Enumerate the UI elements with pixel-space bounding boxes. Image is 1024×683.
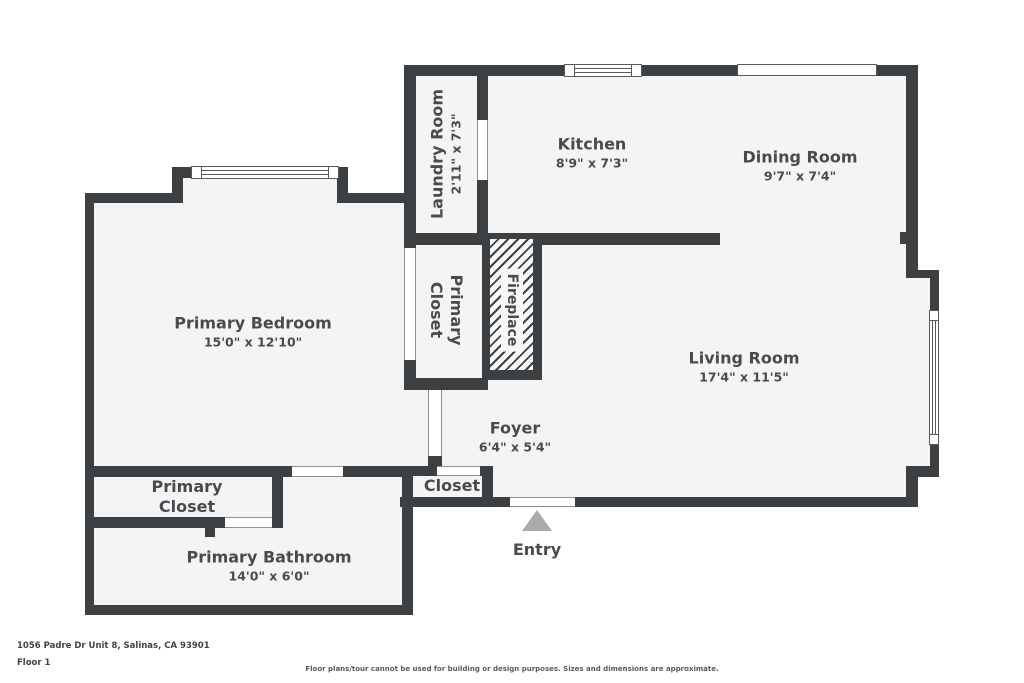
room-name: Primary xyxy=(151,477,223,496)
room-name: Closet xyxy=(158,497,216,516)
wall-segment xyxy=(900,232,906,244)
wall-segment xyxy=(404,378,488,390)
wall-segment xyxy=(482,466,493,507)
footer-disclaimer: Floor plans/tour cannot be used for buil… xyxy=(305,665,719,673)
room-name: Kitchen xyxy=(557,134,627,154)
wall-segment xyxy=(906,270,939,278)
room-name: Laundry Room xyxy=(427,88,447,220)
entry-door-opening xyxy=(510,497,575,507)
wall-segment xyxy=(172,167,183,203)
room-label-bathroom: Primary Bathroom 14'0" x 6'0" xyxy=(186,548,351,585)
room-dims: 8'9" x 7'3" xyxy=(555,155,629,171)
window-symbol xyxy=(737,64,877,76)
entry-label: Entry xyxy=(513,540,561,560)
room-name: Primary xyxy=(447,274,466,346)
room-name: Closet xyxy=(427,281,446,339)
room-name: Closet xyxy=(423,476,481,495)
footer-floor-label: Floor 1 xyxy=(17,658,51,668)
window-glazing xyxy=(202,170,328,175)
wall-segment xyxy=(575,497,918,507)
room-label-primary-closet-bottom: Primary Closet xyxy=(152,477,223,517)
footer-address: 1056 Padre Dr Unit 8, Salinas, CA 93901 xyxy=(17,641,210,651)
wall-segment xyxy=(400,497,510,507)
floor-bathroom-block xyxy=(85,465,413,615)
wall-segment xyxy=(85,466,292,477)
door-opening xyxy=(404,248,416,360)
entry-arrow-icon xyxy=(522,510,552,531)
window-cap xyxy=(328,167,329,178)
window-glazing xyxy=(575,68,631,73)
wall-segment xyxy=(337,193,416,203)
wall-segment xyxy=(906,466,918,507)
room-label-dining: Dining Room 9'7" x 7'4" xyxy=(742,148,857,185)
door-opening xyxy=(225,517,272,528)
window-cap xyxy=(631,65,632,76)
room-dims: 17'4" x 11'5" xyxy=(699,369,789,385)
window-cap xyxy=(574,65,575,76)
door-opening xyxy=(292,466,343,477)
wall-segment xyxy=(85,193,94,615)
floor-bedroom-block xyxy=(85,193,440,477)
room-dims: 14'0" x 6'0" xyxy=(228,568,310,584)
window-glazing xyxy=(932,321,936,434)
room-name: Primary Bedroom xyxy=(174,313,332,333)
room-name: Fireplace xyxy=(504,273,520,347)
door-opening xyxy=(428,390,442,456)
wall-segment xyxy=(85,193,183,203)
wall-segment xyxy=(337,167,348,203)
wall-segment xyxy=(85,605,413,615)
wall-segment xyxy=(906,466,939,477)
room-dims: 9'7" x 7'4" xyxy=(763,168,837,184)
window-cap xyxy=(930,320,938,321)
door-opening xyxy=(477,120,488,180)
wall-segment xyxy=(85,517,225,528)
floor-kitchen-dining-block xyxy=(404,65,918,245)
room-name: Foyer xyxy=(489,418,541,438)
window-symbol xyxy=(929,310,939,445)
wall-segment xyxy=(205,528,215,537)
room-label-closet: Closet xyxy=(424,476,480,496)
door-opening xyxy=(437,466,480,476)
room-label-laundry: Laundry Room 2'11" x 7'3" xyxy=(428,89,465,219)
room-dims: 15'0" x 12'10" xyxy=(203,334,303,350)
wall-segment xyxy=(404,233,720,245)
room-label-kitchen: Kitchen 8'9" x 7'3" xyxy=(556,135,628,172)
room-dims: 6'4" x 5'4" xyxy=(478,439,552,455)
wall-segment xyxy=(404,65,918,76)
window-symbol xyxy=(191,166,339,179)
room-label-living: Living Room 17'4" x 11'5" xyxy=(689,349,800,386)
wall-segment xyxy=(343,466,402,477)
wall-segment xyxy=(402,466,413,615)
wall-segment xyxy=(272,466,283,528)
wall-segment xyxy=(906,65,918,278)
window-cap xyxy=(201,167,202,178)
room-name: Entry xyxy=(512,540,562,559)
room-name: Living Room xyxy=(688,348,800,368)
room-name: Dining Room xyxy=(742,147,858,167)
room-label-bedroom: Primary Bedroom 15'0" x 12'10" xyxy=(174,314,332,351)
room-label-foyer: Foyer 6'4" x 5'4" xyxy=(479,419,551,456)
window-symbol xyxy=(564,64,642,77)
room-dims: 2'11" x 7'3" xyxy=(448,113,464,195)
room-label-fireplace: Fireplace xyxy=(501,268,523,352)
window-cap xyxy=(930,434,938,435)
room-name: Primary Bathroom xyxy=(186,547,352,567)
room-label-primary-closet-mid: Primary Closet xyxy=(426,275,466,346)
